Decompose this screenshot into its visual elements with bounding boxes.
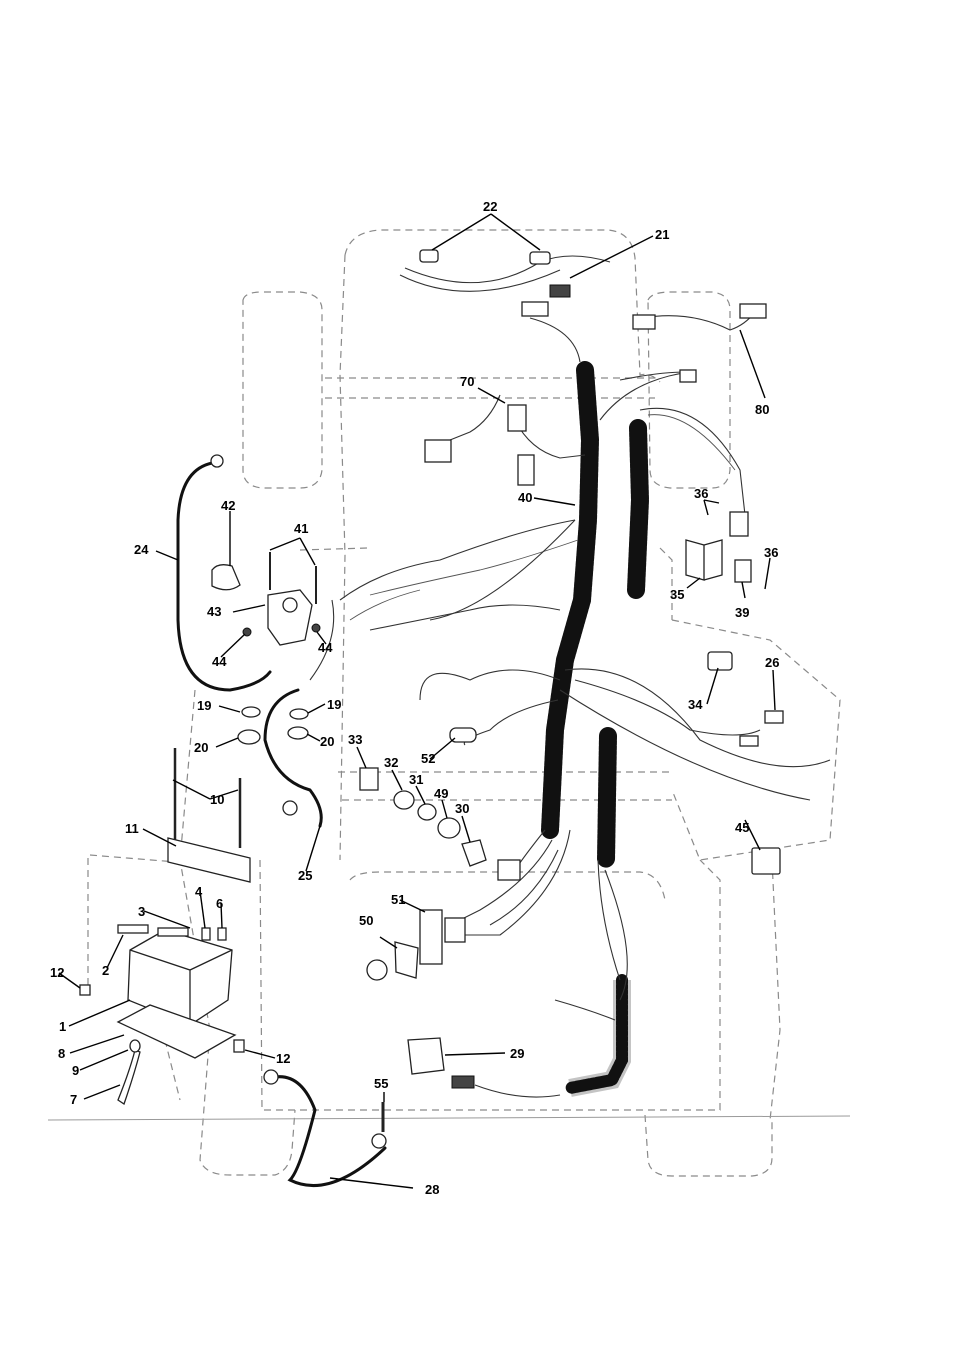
callout-12-left: 12 [50, 965, 64, 980]
callout-20-right: 20 [320, 734, 334, 749]
lamp-socket-right [530, 252, 550, 264]
callout-45: 45 [735, 820, 749, 835]
solenoid-terminal [283, 598, 297, 612]
callout-55: 55 [374, 1076, 388, 1091]
knob-50 [367, 960, 387, 980]
plug-52 [450, 728, 476, 742]
callout-6: 6 [216, 896, 223, 911]
switch-34 [708, 652, 732, 670]
ignition-switch-30 [462, 840, 486, 866]
ring-terminal-28a [264, 1070, 278, 1084]
callout-20-left: 20 [194, 740, 208, 755]
callout-44-left: 44 [212, 654, 227, 669]
terminal-3 [158, 928, 188, 936]
nut-20a [238, 730, 260, 744]
switch-plate-51 [420, 910, 442, 964]
callout-51: 51 [391, 892, 405, 907]
relay-33 [360, 768, 378, 790]
connector-29 [452, 1076, 474, 1088]
ring-49 [438, 818, 460, 838]
callout-41: 41 [294, 521, 308, 536]
nut-12b [234, 1040, 244, 1052]
harness-plug-top [522, 302, 548, 316]
lamp-harness-plug [550, 285, 570, 297]
callout-12-right: 12 [276, 1051, 290, 1066]
callout-25: 25 [298, 868, 312, 883]
washer-19a [242, 707, 260, 717]
solenoid-29 [408, 1038, 444, 1074]
connector-26a [765, 711, 783, 723]
callout-36-top: 36 [694, 486, 708, 501]
callout-29: 29 [510, 1046, 524, 1061]
nut-4 [202, 928, 210, 940]
ring-terminal-28b [372, 1134, 386, 1148]
callout-24: 24 [134, 542, 149, 557]
switch-39 [735, 560, 751, 582]
nut-12a [80, 985, 90, 995]
ignition-plug-80 [633, 315, 655, 329]
connector-70c [518, 455, 534, 485]
callout-4: 4 [195, 884, 203, 899]
callout-34: 34 [688, 697, 703, 712]
callout-9: 9 [72, 1063, 79, 1078]
callout-22: 22 [483, 199, 497, 214]
switch-50 [395, 942, 418, 978]
ring-terminal-24 [211, 455, 223, 467]
callout-80: 80 [755, 402, 769, 417]
washer-19b [290, 709, 308, 719]
nut-20b [288, 727, 308, 739]
callout-39: 39 [735, 605, 749, 620]
connector-36 [730, 512, 748, 536]
hold-down-11 [168, 838, 250, 882]
connector-70a [425, 440, 451, 462]
callout-19-left: 19 [197, 698, 211, 713]
connector-26b [740, 736, 758, 746]
callout-40: 40 [518, 490, 532, 505]
callout-52: 52 [421, 751, 435, 766]
fitting-9 [130, 1040, 140, 1052]
callout-8: 8 [58, 1046, 65, 1061]
connector-70b [508, 405, 526, 431]
bracket-35 [686, 540, 722, 580]
callout-43: 43 [207, 604, 221, 619]
callout-7: 7 [70, 1092, 77, 1107]
callout-70: 70 [460, 374, 474, 389]
ring-32 [394, 791, 414, 809]
ignition-plug [498, 860, 520, 880]
callout-42: 42 [221, 498, 235, 513]
nut-6 [218, 928, 226, 940]
callout-11: 11 [125, 821, 139, 836]
battery-cables [178, 463, 385, 1186]
boot-42 [212, 565, 240, 590]
hour-meter-45 [752, 848, 780, 874]
callout-21: 21 [655, 227, 669, 242]
callout-30: 30 [455, 801, 469, 816]
callout-1: 1 [59, 1019, 66, 1034]
callout-44-right: 44 [318, 640, 333, 655]
tube-7 [118, 1050, 140, 1104]
connector-51 [445, 918, 465, 942]
callout-10: 10 [210, 792, 224, 807]
lamp-socket-left [420, 250, 438, 262]
callout-33: 33 [348, 732, 362, 747]
callout-49: 49 [434, 786, 448, 801]
connector-right-top [680, 370, 696, 382]
callout-3: 3 [138, 904, 145, 919]
ring-terminal-25 [283, 801, 297, 815]
callout-19-right: 19 [327, 697, 341, 712]
ring-31 [418, 804, 436, 820]
callout-2: 2 [102, 963, 109, 978]
callout-36-right: 36 [764, 545, 778, 560]
callout-31: 31 [409, 772, 423, 787]
parts [80, 250, 783, 1148]
callout-32: 32 [384, 755, 398, 770]
ignition-plug-80b [740, 304, 766, 318]
callout-28: 28 [425, 1182, 439, 1197]
callout-26: 26 [765, 655, 779, 670]
callout-35: 35 [670, 587, 684, 602]
nut-44b [312, 624, 320, 632]
terminal-bolt-2 [118, 925, 148, 933]
callout-50: 50 [359, 913, 373, 928]
